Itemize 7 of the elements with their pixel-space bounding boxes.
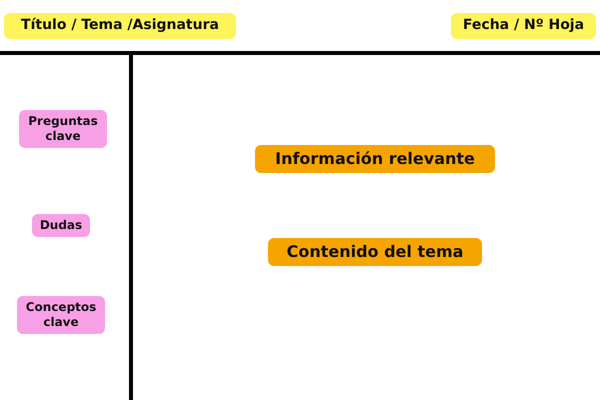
margin-tag: Dudas	[32, 214, 90, 237]
notes-highlight: Contenido del tema	[268, 238, 482, 266]
margin-tag: Conceptos clave	[17, 296, 105, 334]
notes-highlight: Información relevante	[255, 145, 495, 173]
margin-tag: Preguntas clave	[19, 110, 107, 148]
date-highlight: Fecha / Nº Hoja	[451, 13, 596, 38]
title-highlight: Título / Tema /Asignatura	[4, 13, 236, 38]
